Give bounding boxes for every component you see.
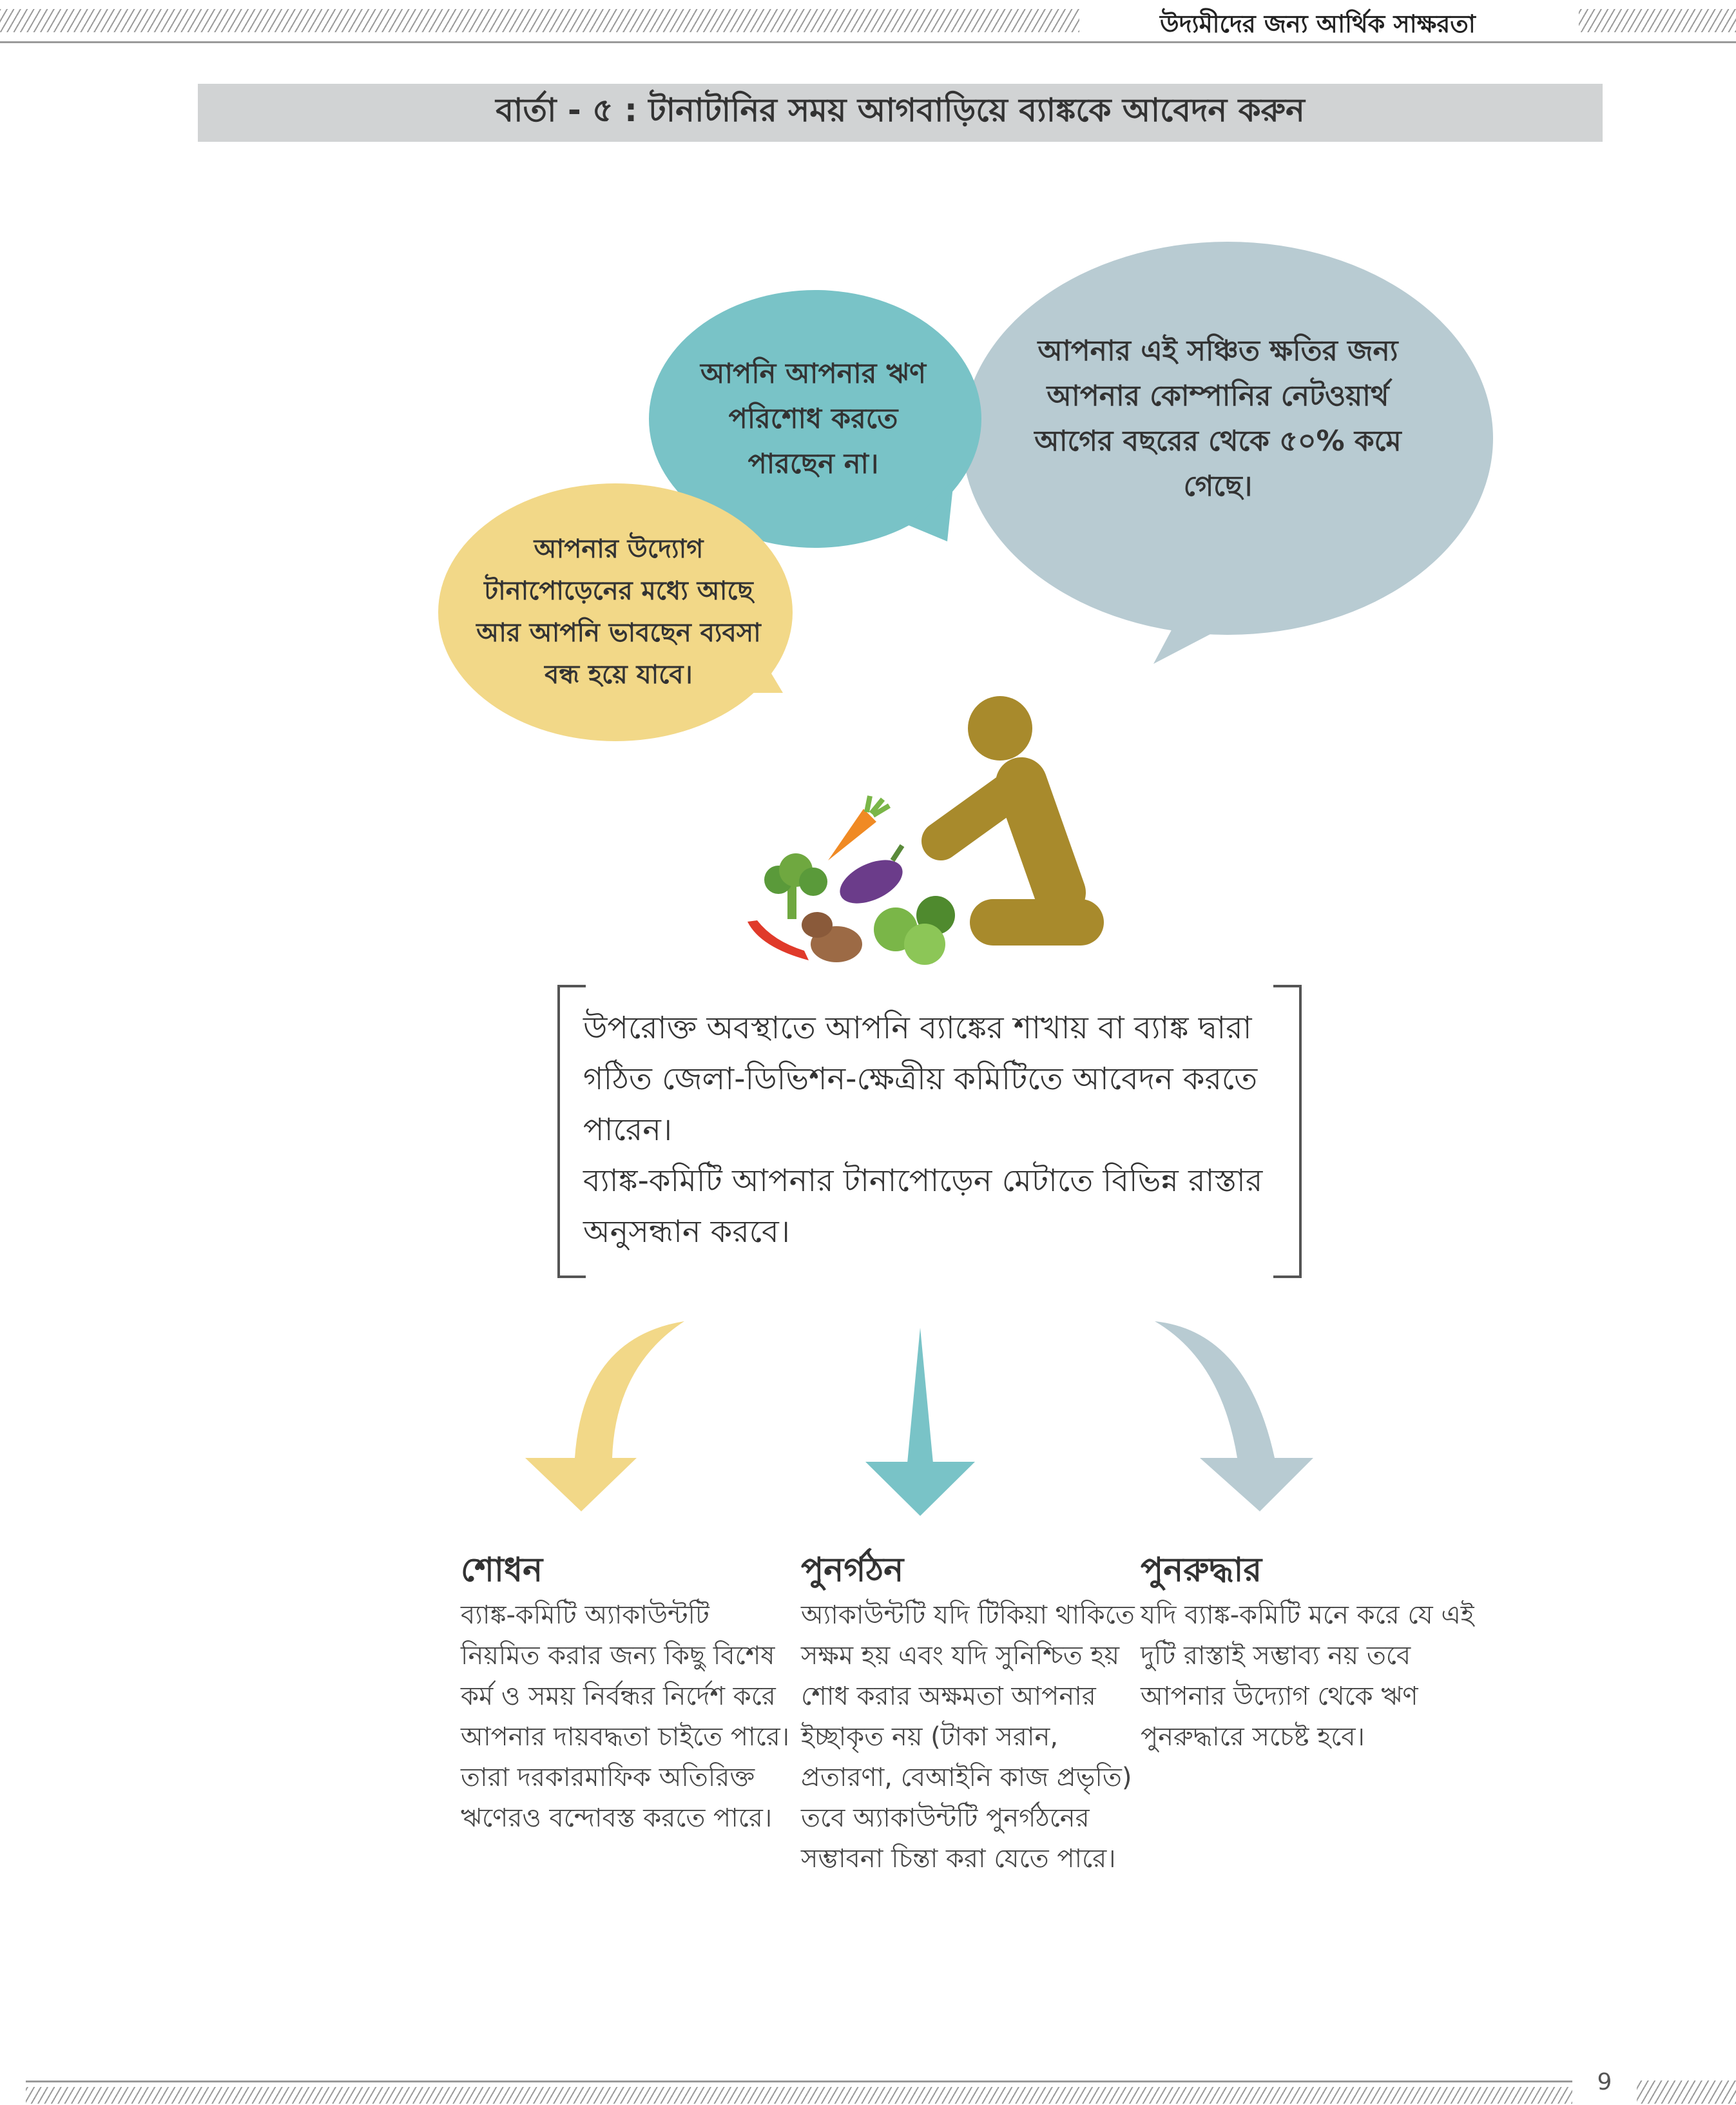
person-kneeling-icon <box>921 696 1104 946</box>
left-bracket <box>557 985 586 1278</box>
option-body: অ্যাকাউন্টটি যদি টিকিয়া থাকিতে সক্ষম হয… <box>801 1600 1135 1874</box>
title-banner: বার্তা - ৫ : টানাটানির সময় আগবাড়িয়ে ব… <box>198 84 1603 142</box>
info-paragraph-1: উপরোক্ত অবস্থাতে আপনি ব্যাঙ্কের শাখায় ব… <box>583 1010 1258 1148</box>
vegetables-icon <box>747 795 955 965</box>
header-hatch-right <box>1579 9 1736 32</box>
teal-speech-bubble <box>649 290 981 548</box>
option-column-restructuring: পুনর্গঠন অ্যাকাউন্টটি যদি টিকিয়া থাকিতে… <box>801 1544 1136 1879</box>
option-column-recovery: পুনরুদ্ধার যদি ব্যাঙ্ক-কমিটি মনে করে যে … <box>1141 1544 1476 1758</box>
teal-bubble-text: আপনি আপনার ঋণ পরিশোধ করতে পারছেন না। <box>700 358 926 480</box>
arrow-down-icon <box>865 1328 975 1516</box>
curved-arrow-left-icon <box>525 1321 684 1511</box>
grey-speech-bubble <box>962 242 1493 664</box>
footer-rule <box>26 2081 1572 2082</box>
footer-hatch-left <box>26 2087 1572 2104</box>
page-number: 9 <box>1597 2069 1612 2095</box>
right-bracket <box>1273 985 1302 1278</box>
info-text: উপরোক্ত অবস্থাতে আপনি ব্যাঙ্কের শাখায় ব… <box>583 1003 1279 1257</box>
page-title: বার্তা - ৫ : টানাটানির সময় আগবাড়িয়ে ব… <box>496 91 1305 129</box>
grey-bubble-text: আপনার এই সঞ্চিত ক্ষতির জন্য আপনার কোম্পা… <box>1034 335 1402 503</box>
option-title: পুনরুদ্ধার <box>1141 1551 1262 1589</box>
curved-arrow-right-icon <box>1155 1321 1313 1511</box>
info-paragraph-2: ব্যাঙ্ক-কমিটি আপনার টানাপোড়েন মেটাতে বি… <box>583 1163 1263 1250</box>
info-box: উপরোক্ত অবস্থাতে আপনি ব্যাঙ্কের শাখায় ব… <box>557 985 1302 1278</box>
footer-hatch-right <box>1637 2081 1736 2104</box>
yellow-bubble-text: আপনার উদ্যোগ টানাপোড়েনের মধ্যে আছে আর আ… <box>476 534 761 690</box>
yellow-speech-bubble <box>438 483 793 741</box>
option-title: শোধন <box>461 1551 543 1589</box>
option-title: পুনর্গঠন <box>801 1551 904 1589</box>
running-title: উদ্যমীদের জন্য আর্থিক সাক্ষরতা <box>1160 10 1476 38</box>
header-hatch-left <box>0 9 1079 32</box>
option-body: যদি ব্যাঙ্ক-কমিটি মনে করে যে এই দুটি রাস… <box>1141 1600 1474 1752</box>
option-body: ব্যাঙ্ক-কমিটি অ্যাকাউন্টটি নিয়মিত করার … <box>461 1600 790 1833</box>
option-column-correction: শোধন ব্যাঙ্ক-কমিটি অ্যাকাউন্টটি নিয়মিত … <box>461 1544 796 1839</box>
header-rule <box>0 41 1736 43</box>
